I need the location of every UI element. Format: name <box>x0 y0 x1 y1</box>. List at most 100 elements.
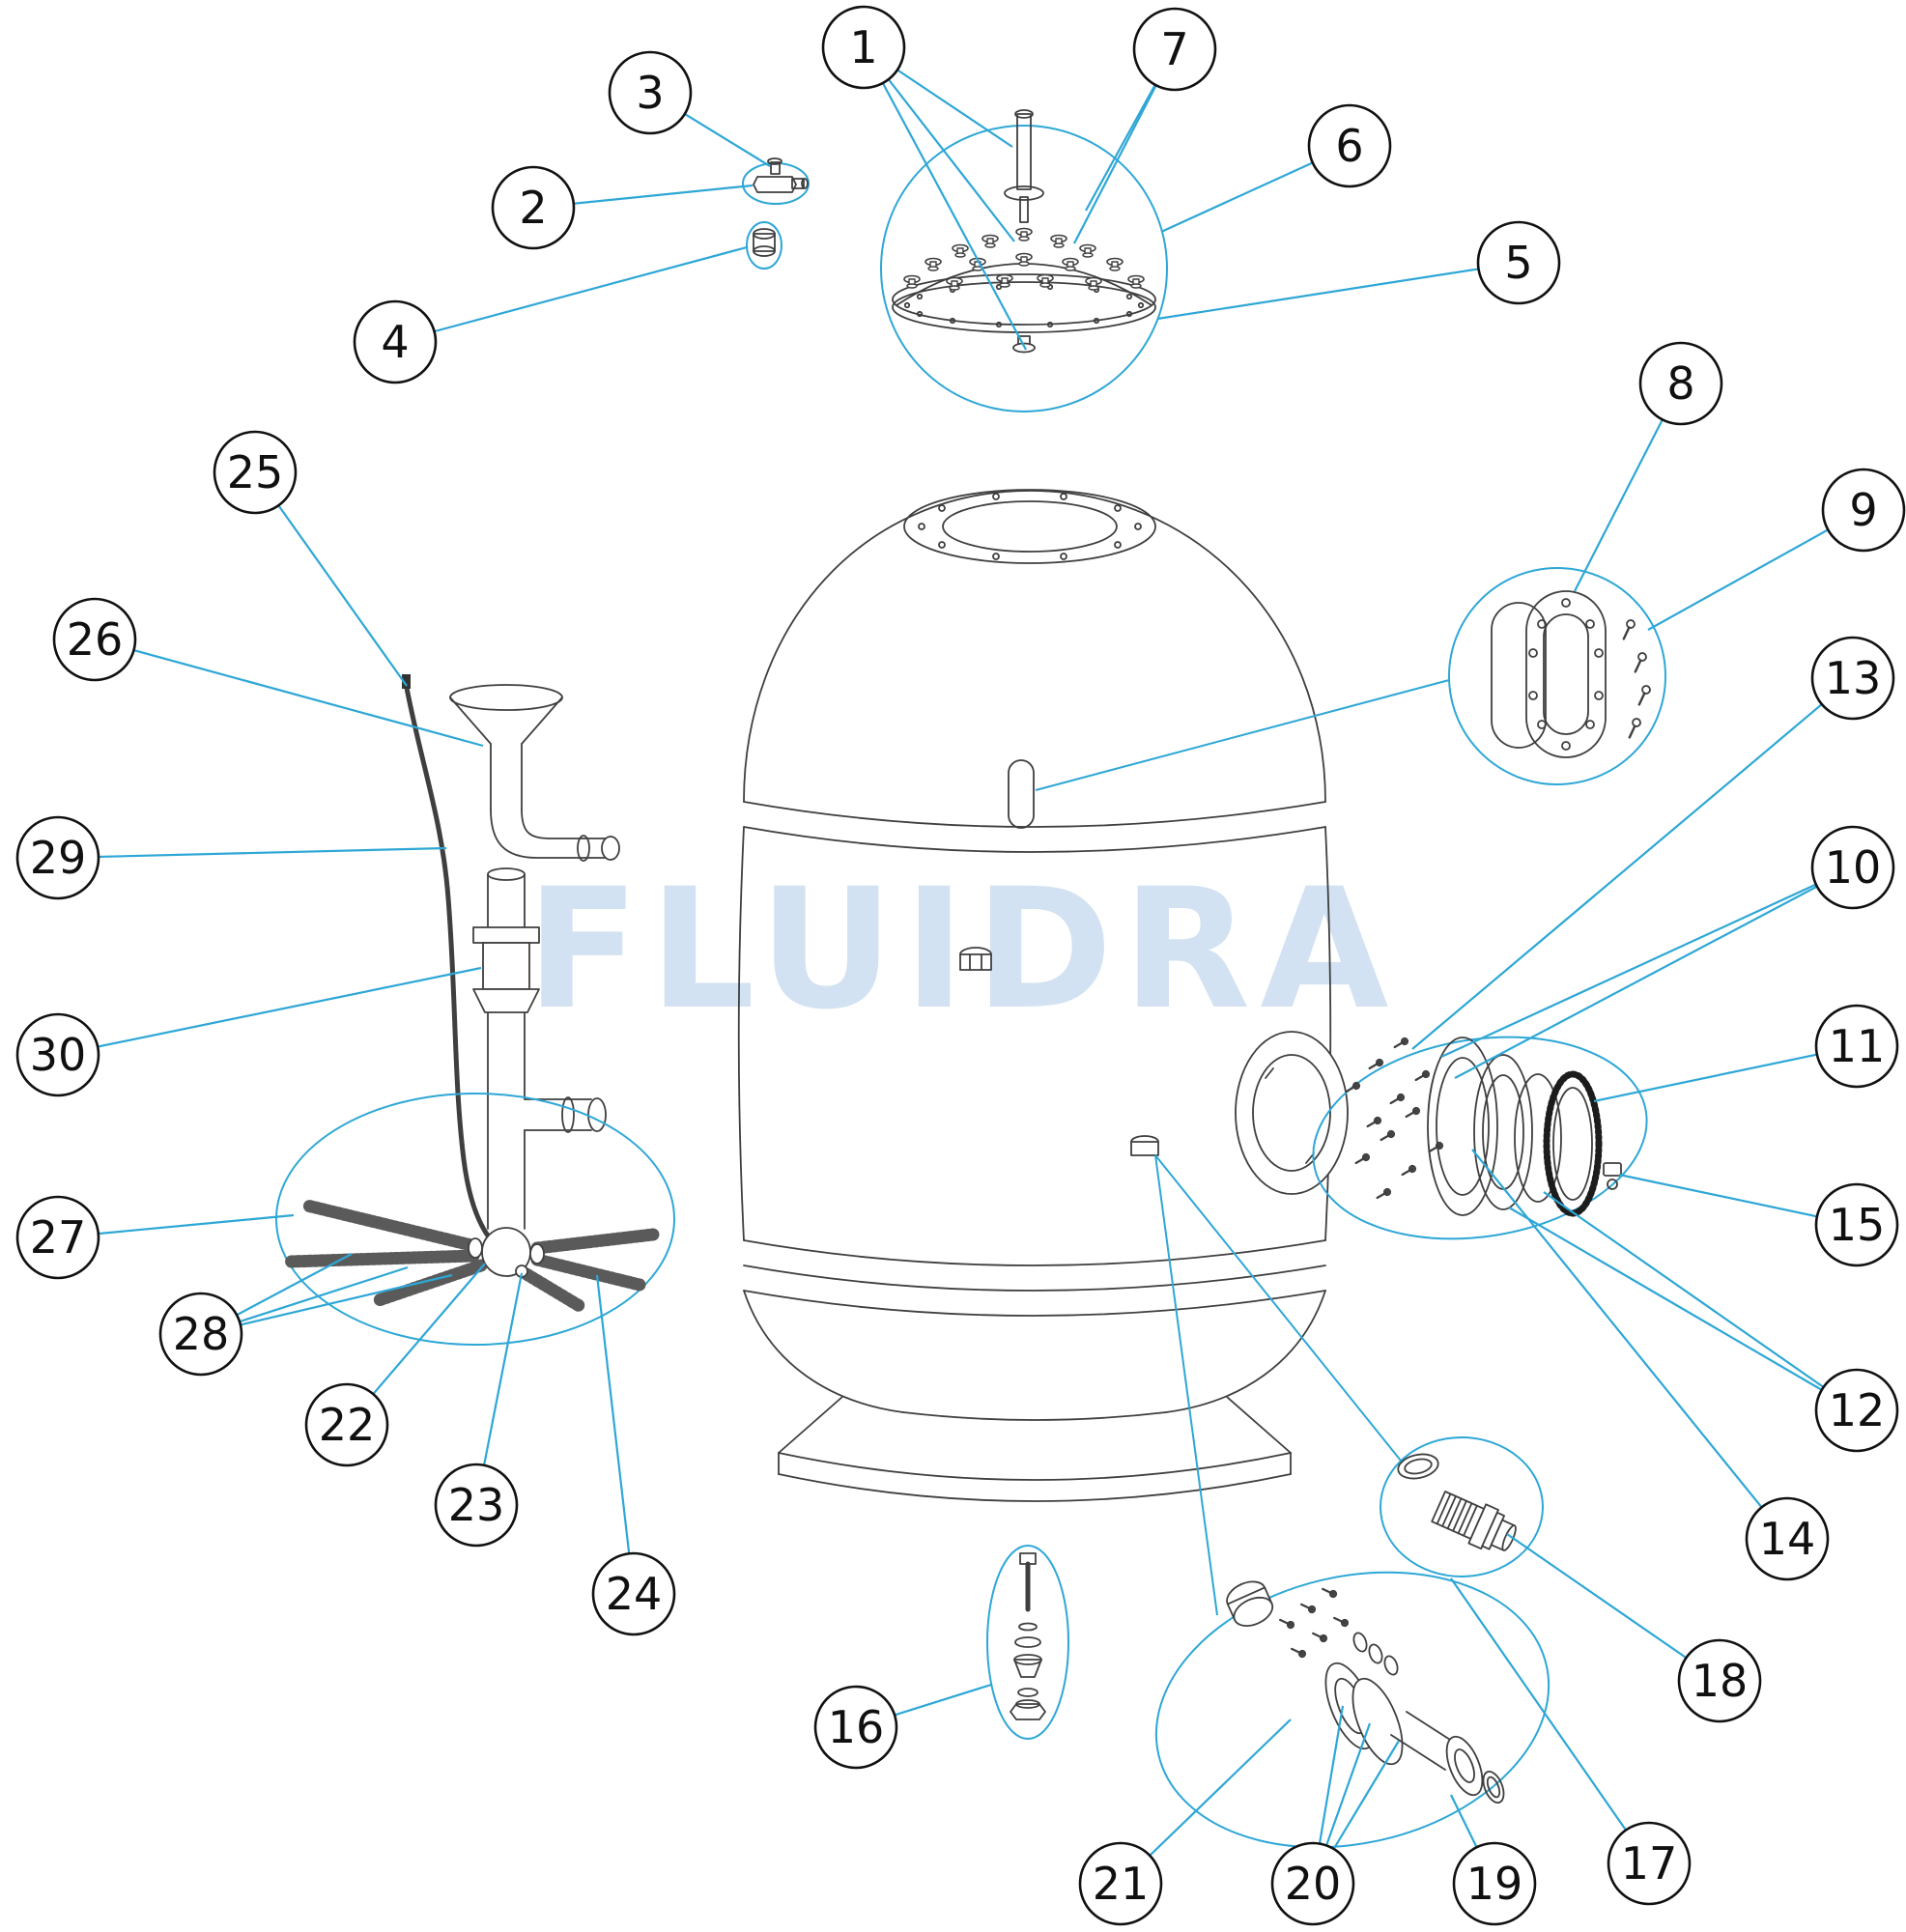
callout-label-12: 12 <box>1829 1384 1886 1436</box>
callout-28 <box>158 1292 243 1377</box>
service-slot <box>1008 759 1035 829</box>
callout-label-3: 3 <box>636 67 664 119</box>
callout-16 <box>813 1685 898 1770</box>
drain-fitting <box>1130 1135 1159 1156</box>
callout-15 <box>1814 1182 1899 1267</box>
leader-line-5 <box>1156 261 1520 321</box>
callout-label-6: 6 <box>1335 120 1363 172</box>
callout-label-8: 8 <box>1666 357 1694 410</box>
callout-5 <box>1476 220 1561 305</box>
callout-14 <box>1745 1496 1830 1581</box>
manhole-flange <box>1235 1031 1349 1195</box>
diffuser-detail <box>880 109 1168 412</box>
gasket-ring <box>1514 1073 1562 1203</box>
callout-label-9: 9 <box>1849 484 1877 536</box>
callout-29 <box>15 815 100 900</box>
callout-23 <box>434 1463 519 1548</box>
valve-insert <box>746 221 782 270</box>
callout-label-2: 2 <box>519 182 547 234</box>
callout-3 <box>608 50 693 135</box>
leader-line-11 <box>1593 1044 1858 1103</box>
callout-label-17: 17 <box>1621 1837 1678 1889</box>
callout-6 <box>1307 103 1392 188</box>
callout-24 <box>591 1551 676 1636</box>
filter-tank <box>737 489 1349 1502</box>
callout-label-27: 27 <box>30 1211 87 1264</box>
drain-assembly-detail <box>1154 1571 1550 1849</box>
bolt-set-detail <box>986 1545 1069 1740</box>
callout-label-25: 25 <box>227 446 284 498</box>
funnel <box>449 684 620 862</box>
closure-flange-detail <box>1448 567 1666 785</box>
callout-1 <box>821 5 906 90</box>
leader-line-13 <box>1411 677 1854 1050</box>
callout-label-1: 1 <box>849 21 877 73</box>
leader-line-30 <box>57 966 482 1057</box>
diffuser-stem <box>1004 109 1044 223</box>
leader-line-4 <box>394 245 748 344</box>
callout-22 <box>304 1382 389 1467</box>
callout-label-22: 22 <box>319 1399 376 1451</box>
drain-pipe <box>1390 1711 1505 1804</box>
leader-line-24 <box>595 1274 636 1595</box>
callout-label-30: 30 <box>30 1029 87 1081</box>
leader-line-10 <box>1440 867 1854 1058</box>
callout-label-5: 5 <box>1504 237 1532 289</box>
leader-line-12 <box>1508 1207 1858 1411</box>
flange-bolt-holes <box>1528 598 1604 751</box>
callout-30 <box>15 1012 100 1097</box>
sight-glass-detail <box>1312 1036 1648 1240</box>
riser-assembly <box>275 674 675 1346</box>
callout-label-13: 13 <box>1825 652 1882 704</box>
leader-line-14 <box>1471 1149 1788 1540</box>
leader-line-1 <box>863 46 1027 351</box>
callout-9 <box>1821 468 1906 553</box>
callout-2 <box>491 165 576 250</box>
callout-10 <box>1810 825 1895 910</box>
flange-gasket <box>1491 602 1547 749</box>
callout-label-20: 20 <box>1285 1858 1342 1910</box>
leader-line-18 <box>1506 1533 1721 1682</box>
drain-cap <box>1226 1580 1274 1627</box>
callout-13 <box>1810 636 1895 721</box>
drain-flange-2 <box>1351 1677 1404 1766</box>
callout-label-23: 23 <box>448 1479 505 1531</box>
callout-label-29: 29 <box>30 832 87 884</box>
callout-label-26: 26 <box>67 613 124 666</box>
watermark: FLUIDRA <box>526 852 1399 1046</box>
flange-screws <box>1618 617 1653 741</box>
callout-label-18: 18 <box>1692 1655 1749 1707</box>
leader-line-17 <box>1450 1577 1650 1864</box>
leader-line-25 <box>254 471 408 687</box>
tank-top-opening <box>903 489 1156 564</box>
leader-line-29 <box>57 846 447 860</box>
clamp-ring <box>1427 1037 1498 1216</box>
callout-label-16: 16 <box>828 1701 885 1753</box>
vent-fitting <box>959 947 992 971</box>
callout-label-15: 15 <box>1829 1199 1886 1251</box>
callout-17 <box>1607 1821 1692 1906</box>
diffuser-plate-holes <box>903 283 1145 328</box>
line-art <box>275 109 1666 1849</box>
oring <box>1397 1453 1439 1480</box>
sight-glass-ring <box>1473 1054 1533 1210</box>
callout-12 <box>1814 1368 1899 1453</box>
callout-25 <box>213 430 298 515</box>
callout-label-14: 14 <box>1759 1513 1816 1565</box>
drain-studs <box>1277 1584 1351 1660</box>
indicator-plug <box>1603 1162 1622 1190</box>
callout-18 <box>1677 1638 1762 1723</box>
callout-label-10: 10 <box>1825 841 1882 894</box>
callout-21 <box>1078 1841 1163 1926</box>
air-relief-valve <box>742 157 810 205</box>
leader-line-12 <box>1543 1191 1858 1411</box>
callout-label-24: 24 <box>606 1568 663 1620</box>
toothed-oring <box>1543 1070 1603 1217</box>
leader-line-26 <box>94 638 484 748</box>
callout-20 <box>1270 1841 1355 1926</box>
callout-7 <box>1132 7 1217 92</box>
callout-26 <box>52 597 137 682</box>
